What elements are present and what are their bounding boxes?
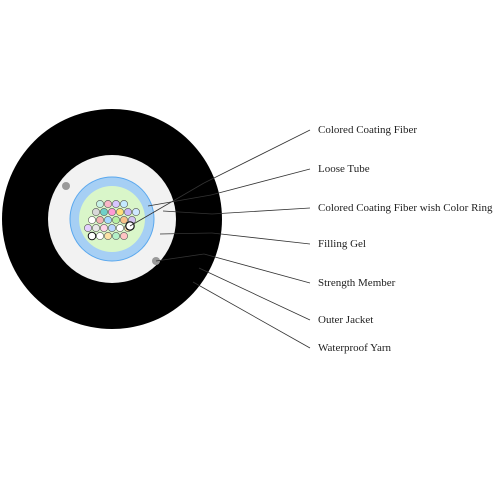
cable-layers [2,109,222,329]
fiber [112,232,120,240]
label-filling-gel: Filling Gel [318,238,366,250]
leader-line [147,194,212,207]
fiber-bundle [84,200,140,241]
leader-line [211,207,311,215]
label-strength-member: Strength Member [318,277,396,289]
fiber [100,208,108,216]
leader-line [129,182,205,227]
fiber [108,208,116,216]
leader-line [203,129,311,184]
leader-line [210,168,311,196]
fiber [100,224,108,232]
fiber [84,224,92,232]
fiber [92,224,100,232]
fiber [112,200,120,208]
fiber [104,200,112,208]
leader-line [192,281,311,349]
leader-line [211,232,311,245]
fiber [116,224,124,232]
leader-line [198,267,311,321]
fiber [108,224,116,232]
fiber [104,232,112,240]
fiber [120,200,128,208]
leader-line [155,253,205,262]
label-colored-coating-fiber: Colored Coating Fiber [318,124,417,136]
label-outer-jacket: Outer Jacket [318,314,374,326]
fiber-with-color-ring [87,231,97,241]
fiber [104,216,112,224]
fiber [96,200,104,208]
leader-line [162,210,213,215]
strength-member-top [62,182,70,190]
leader-line [159,232,213,235]
fiber [112,216,120,224]
label-waterproof-yarn: Waterproof Yarn [318,342,392,354]
fiber [96,216,104,224]
leader-line [203,253,311,284]
fiber [92,208,100,216]
fiber [132,208,140,216]
fiber [88,216,96,224]
fiber [124,208,132,216]
leader-lines [129,129,311,349]
fiber [120,232,128,240]
fiber [116,208,124,216]
label-colored-coating-fiber-color-ring: Colored Coating Fiber wish Color Ring [318,202,493,214]
fiber [96,232,104,240]
label-loose-tube: Loose Tube [318,163,370,175]
fiber [120,216,128,224]
